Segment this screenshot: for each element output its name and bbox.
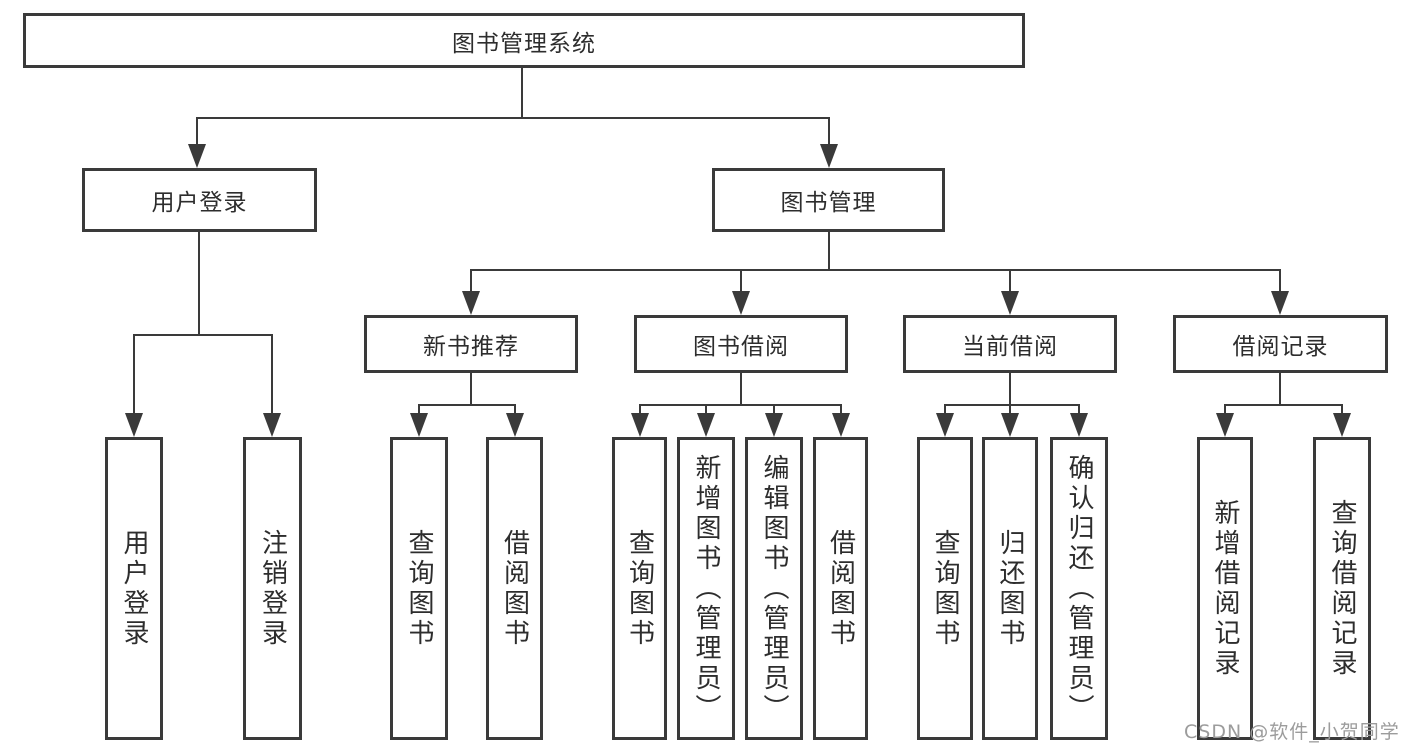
connector-line	[133, 334, 135, 416]
connector-line	[1078, 404, 1080, 416]
node-book-borrowing: 图书借阅	[634, 315, 848, 373]
connector-line	[198, 232, 200, 335]
connector-line	[840, 404, 842, 416]
arrow-down-icon	[1001, 413, 1019, 437]
arrow-down-icon	[697, 413, 715, 437]
arrow-down-icon	[820, 144, 838, 168]
connector-line	[1279, 269, 1281, 294]
connector-line	[1341, 404, 1343, 416]
node-user-login: 用户登录	[82, 168, 317, 232]
node-new-book-recommendation: 新书推荐	[364, 315, 578, 373]
arrow-down-icon	[410, 413, 428, 437]
leaf-add-borrow-record: 新增借阅记录	[1197, 437, 1253, 740]
leaf-return-books: 归还图书	[982, 437, 1038, 740]
arrow-down-icon	[1070, 413, 1088, 437]
arrow-down-icon	[462, 291, 480, 315]
arrow-down-icon	[1216, 413, 1234, 437]
leaf-borrow-books: 借阅图书	[813, 437, 868, 740]
connector-line	[944, 404, 1080, 406]
node-borrowing-records: 借阅记录	[1173, 315, 1388, 373]
arrow-down-icon	[263, 413, 281, 437]
leaf-user-login: 用户登录	[105, 437, 163, 740]
connector-line	[521, 68, 523, 118]
connector-line	[514, 404, 516, 416]
connector-line	[705, 404, 707, 416]
node-library-management-system: 图书管理系统	[23, 13, 1025, 68]
connector-line	[470, 269, 1281, 271]
connector-line	[773, 404, 775, 416]
connector-line	[470, 269, 472, 294]
arrow-down-icon	[1001, 291, 1019, 315]
leaf-query-books-borrow: 查询图书	[612, 437, 667, 740]
connector-line	[271, 334, 273, 416]
connector-line	[418, 404, 516, 406]
arrow-down-icon	[188, 144, 206, 168]
connector-line	[1009, 404, 1011, 416]
connector-line	[470, 373, 472, 405]
arrow-down-icon	[832, 413, 850, 437]
arrow-down-icon	[506, 413, 524, 437]
connector-line	[639, 404, 641, 416]
arrow-down-icon	[732, 291, 750, 315]
connector-line	[740, 373, 742, 405]
leaf-query-borrow-record: 查询借阅记录	[1313, 437, 1371, 740]
leaf-confirm-return-admin: 确认归还（管理员）	[1050, 437, 1108, 740]
arrow-down-icon	[631, 413, 649, 437]
leaf-logout: 注销登录	[243, 437, 302, 740]
leaf-edit-books-admin: 编辑图书（管理员）	[745, 437, 803, 740]
arrow-down-icon	[1271, 291, 1289, 315]
connector-line	[1009, 373, 1011, 405]
connector-line	[1009, 269, 1011, 294]
arrow-down-icon	[125, 413, 143, 437]
leaf-borrow-books-recommend: 借阅图书	[486, 437, 543, 740]
connector-line	[133, 334, 273, 336]
arrow-down-icon	[936, 413, 954, 437]
connector-line	[1279, 373, 1281, 405]
arrow-down-icon	[1333, 413, 1351, 437]
connector-line	[196, 117, 830, 119]
connector-line	[828, 117, 830, 147]
connector-line	[639, 404, 842, 406]
leaf-query-books-current: 查询图书	[917, 437, 973, 740]
connector-line	[196, 117, 198, 147]
connector-line	[828, 232, 830, 270]
connector-line	[740, 269, 742, 294]
watermark: CSDN @软件_小贺同学	[1184, 721, 1400, 743]
connector-line	[1224, 404, 1226, 416]
leaf-query-books-recommend: 查询图书	[390, 437, 448, 740]
node-current-borrowing: 当前借阅	[903, 315, 1117, 373]
connector-line	[1224, 404, 1343, 406]
arrow-down-icon	[765, 413, 783, 437]
connector-line	[418, 404, 420, 416]
node-book-management: 图书管理	[712, 168, 945, 232]
connector-line	[944, 404, 946, 416]
leaf-add-books-admin: 新增图书（管理员）	[677, 437, 735, 740]
